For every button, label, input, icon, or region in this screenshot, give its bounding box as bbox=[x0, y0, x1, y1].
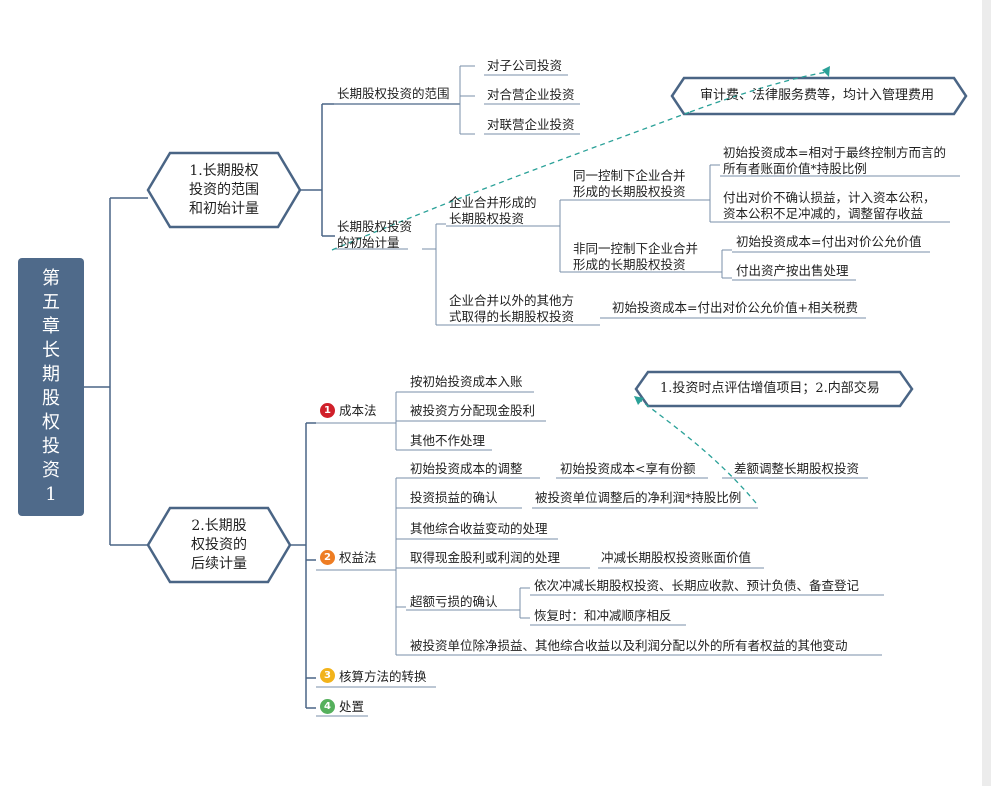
topic1-branch-lines bbox=[300, 103, 460, 237]
initial-measurement-node[interactable]: 长期股权投资 的初始计量 bbox=[337, 219, 413, 250]
cost-method-item[interactable]: 其他不作处理 bbox=[410, 433, 486, 448]
scope-item[interactable]: 对合营企业投资 bbox=[487, 87, 575, 102]
conversion-node[interactable]: 核算方法的转换 bbox=[339, 669, 427, 684]
callout1-text[interactable]: 审计费、法律服务费等，均计入管理费用 bbox=[700, 88, 935, 103]
badge-3-icon: 3 bbox=[320, 668, 335, 683]
topic2-branch-lines bbox=[290, 422, 316, 709]
dividend-node[interactable]: 取得现金股利或利润的处理 bbox=[410, 550, 561, 565]
adjust-condition[interactable]: 初始投资成本<享有份额 bbox=[560, 461, 696, 476]
callout1-hexagon bbox=[670, 76, 968, 116]
callout2-connector bbox=[639, 399, 757, 504]
cost-method-item[interactable]: 被投资方分配现金股利 bbox=[410, 403, 536, 418]
merger-node[interactable]: 企业合并形成的 长期股权投资 bbox=[449, 195, 537, 226]
non-same-control-node[interactable]: 非同一控制下企业合并 形成的长期股权投资 bbox=[573, 241, 699, 272]
disposal-node[interactable]: 处置 bbox=[339, 699, 365, 714]
initial-lines bbox=[334, 223, 446, 326]
cost-method-lines bbox=[316, 391, 406, 451]
callout2-text[interactable]: 1.投资时点评估增值项目；2.内部交易 bbox=[660, 381, 880, 396]
oci-node[interactable]: 其他综合收益变动的处理 bbox=[410, 521, 548, 536]
badge-4-icon: 4 bbox=[320, 699, 335, 714]
topic2-title[interactable]: 2.长期股 权投资的 后续计量 bbox=[191, 518, 247, 572]
cost-method-node[interactable]: 成本法 bbox=[339, 403, 377, 418]
excess-loss-node[interactable]: 超额亏损的确认 bbox=[410, 594, 498, 609]
adjust-node[interactable]: 初始投资成本的调整 bbox=[410, 461, 523, 476]
badge-2-icon: 2 bbox=[320, 550, 335, 565]
profit-detail[interactable]: 被投资单位调整后的净利润*持股比例 bbox=[535, 490, 742, 505]
root-branch-lines bbox=[84, 197, 148, 546]
non-same-control-item[interactable]: 初始投资成本=付出对价公允价值 bbox=[736, 234, 922, 249]
cost-method-item[interactable]: 按初始投资成本入账 bbox=[410, 374, 523, 389]
dividend-detail[interactable]: 冲减长期股权投资账面价值 bbox=[601, 550, 752, 565]
other-method-lines bbox=[316, 686, 436, 717]
scope-item[interactable]: 对联营企业投资 bbox=[487, 117, 575, 132]
callout1-connector bbox=[331, 71, 829, 251]
excess-loss-item[interactable]: 恢复时：和冲减顺序相反 bbox=[534, 608, 672, 623]
root-node[interactable]: 第五章长期股权投资1 bbox=[18, 258, 84, 516]
other-equity-node[interactable]: 被投资单位除净损益、其他综合收益以及利润分配以外的所有者权益的其他变动 bbox=[410, 638, 848, 653]
other-acquisition-node[interactable]: 企业合并以外的其他方 式取得的长期股权投资 bbox=[449, 293, 575, 324]
other-acquisition-item[interactable]: 初始投资成本=付出对价公允价值+相关税费 bbox=[612, 300, 858, 315]
badge-1-icon: 1 bbox=[320, 403, 335, 418]
same-control-item[interactable]: 付出对价不确认损益，计入资本公积， 资本公积不足冲减的，调整留存收益 bbox=[723, 190, 936, 221]
adjust-result[interactable]: 差额调整长期股权投资 bbox=[734, 461, 860, 476]
equity-method-lines bbox=[316, 477, 406, 656]
scope-node[interactable]: 长期股权投资的范围 bbox=[337, 86, 450, 101]
profit-node[interactable]: 投资损益的确认 bbox=[410, 490, 498, 505]
scope-item[interactable]: 对子公司投资 bbox=[487, 58, 563, 73]
excess-loss-item[interactable]: 依次冲减长期股权投资、长期应收款、预计负债、备查登记 bbox=[534, 578, 860, 593]
equity-method-node[interactable]: 权益法 bbox=[339, 550, 377, 565]
non-same-control-item[interactable]: 付出资产按出售处理 bbox=[736, 263, 849, 278]
scope-lines bbox=[334, 65, 475, 135]
topic1-title[interactable]: 1.长期股权 投资的范围 和初始计量 bbox=[189, 163, 259, 217]
same-control-item[interactable]: 初始投资成本=相对于最终控制方而言的 所有者账面价值*持股比例 bbox=[723, 145, 946, 176]
scrollbar[interactable] bbox=[982, 0, 991, 786]
same-control-node[interactable]: 同一控制下企业合并 形成的长期股权投资 bbox=[573, 168, 686, 199]
